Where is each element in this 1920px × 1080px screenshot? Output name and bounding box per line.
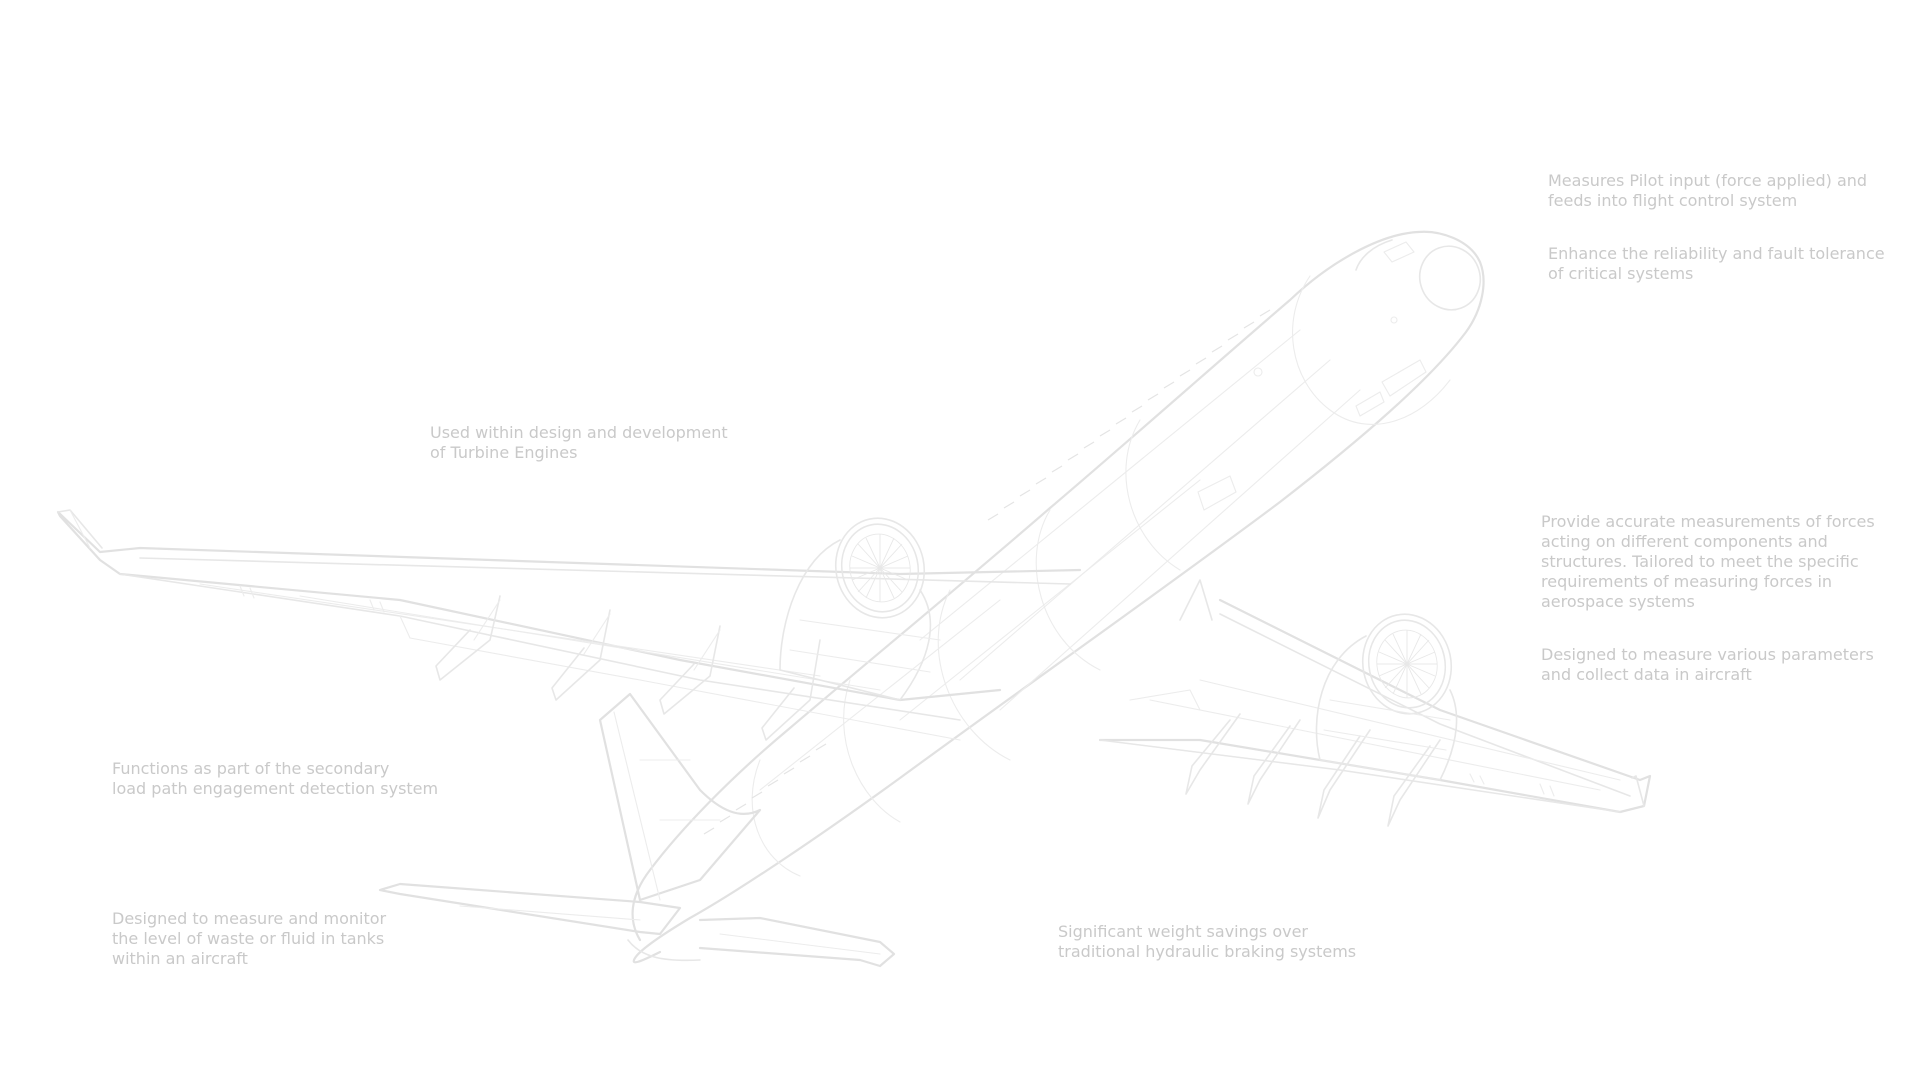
tail-section (378, 692, 896, 968)
force-measurement-callout: Provide accurate measurements of forces … (1541, 512, 1875, 611)
left-wing (56, 509, 1082, 741)
right-engine (1315, 613, 1458, 781)
load-path-callout: Functions as part of the secondary load … (112, 759, 439, 798)
waste-fluid-callout: Designed to measure and monitor the leve… (112, 909, 387, 968)
fuselage (631, 230, 1485, 964)
turbine-engines-callout: Used within design and development of Tu… (430, 423, 728, 462)
data-collection-callout: Designed to measure various parameters a… (1541, 645, 1874, 684)
left-engine (779, 517, 941, 701)
pilot-input-callout: Measures Pilot input (force applied) and… (1548, 171, 1868, 210)
braking-callout: Significant weight savings over traditio… (1058, 922, 1357, 961)
right-wing (1098, 579, 1652, 827)
fault-tolerance-callout: Enhance the reliability and fault tolera… (1548, 244, 1885, 283)
cabin-windows (703, 309, 1271, 835)
